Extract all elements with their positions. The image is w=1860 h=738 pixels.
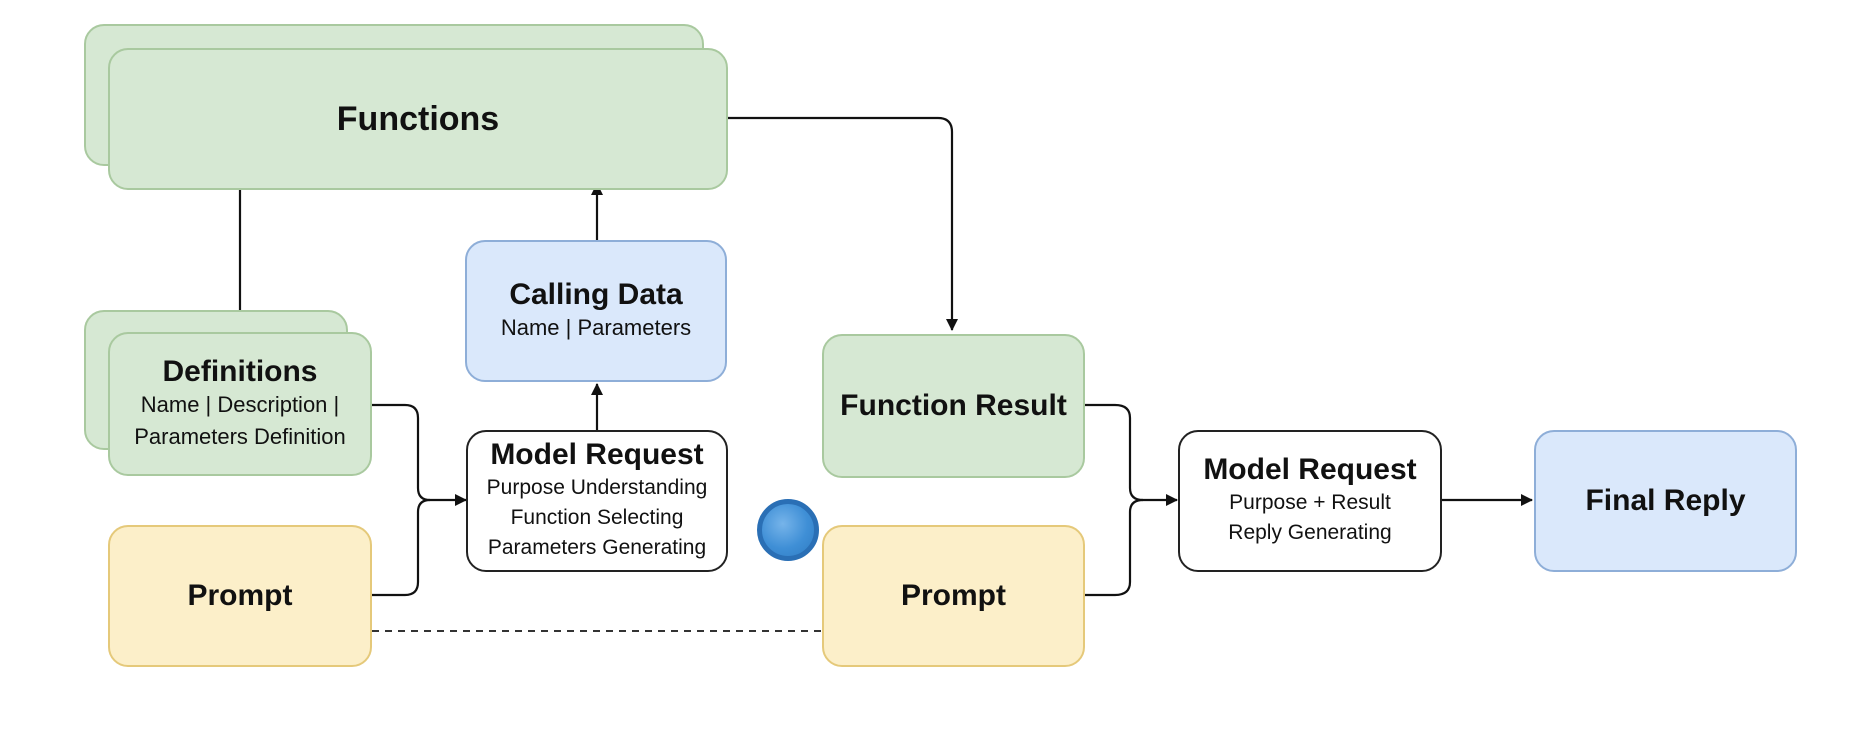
arrow-function-result-to-model-request — [1083, 403, 1178, 506]
arrow-prompt-2-to-model-request — [1083, 498, 1144, 597]
prompt-node-1[interactable]: Prompt — [108, 525, 372, 667]
model-request-node-2[interactable]: Model Request Purpose + Result Reply Gen… — [1178, 430, 1442, 572]
model-request-2-line-1: Purpose + Result — [1229, 490, 1391, 514]
definitions-line-1: Name | Description | — [140, 392, 340, 418]
arrow-prompt-to-model-request — [370, 498, 431, 597]
model-request-1-line-1: Purpose Understanding — [486, 475, 708, 499]
arrow-functions-to-function-result — [726, 116, 958, 331]
definitions-title: Definitions — [162, 354, 318, 388]
function-result-node[interactable]: Function Result — [822, 334, 1085, 478]
model-request-node-1[interactable]: Model Request Purpose Understanding Func… — [466, 430, 728, 572]
model-request-1-title: Model Request — [490, 438, 704, 472]
calling-data-title: Calling Data — [509, 277, 683, 311]
final-reply-node[interactable]: Final Reply — [1534, 430, 1797, 572]
cursor-marker-icon — [757, 499, 819, 561]
arrow-definitions-to-model-request — [370, 403, 467, 506]
definitions-node[interactable]: Definitions Name | Description | Paramet… — [108, 332, 372, 476]
calling-data-line-1: Name | Parameters — [500, 315, 692, 341]
prompt-node-2[interactable]: Prompt — [822, 525, 1085, 667]
prompt-2-title: Prompt — [901, 578, 1006, 612]
model-request-2-line-2: Reply Generating — [1228, 521, 1392, 545]
functions-node[interactable]: Functions — [108, 48, 728, 190]
definitions-line-2: Parameters Definition — [134, 424, 346, 450]
model-request-1-line-3: Parameters Generating — [487, 536, 707, 560]
model-request-2-title: Model Request — [1203, 453, 1417, 487]
function-result-title: Function Result — [840, 388, 1067, 422]
prompt-1-title: Prompt — [187, 578, 293, 612]
functions-title: Functions — [336, 99, 500, 138]
calling-data-node[interactable]: Calling Data Name | Parameters — [465, 240, 727, 382]
final-reply-title: Final Reply — [1585, 483, 1746, 517]
model-request-1-line-2: Function Selecting — [510, 506, 684, 530]
